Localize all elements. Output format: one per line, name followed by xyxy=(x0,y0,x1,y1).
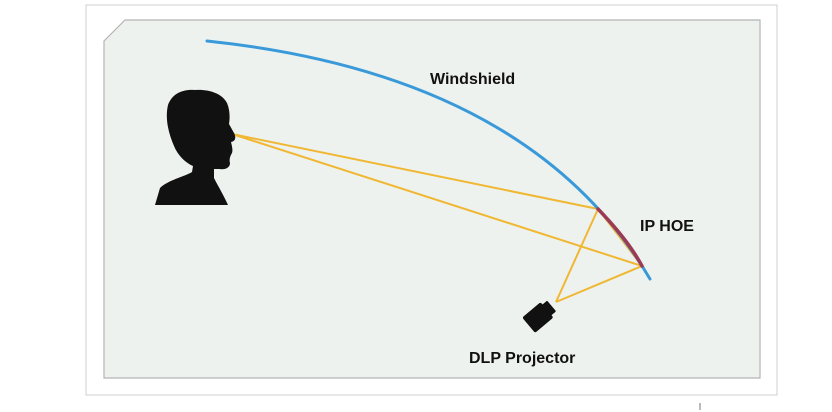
dlp-projector-label: DLP Projector xyxy=(469,350,575,367)
ray-eye-to-hoe-bottom xyxy=(231,133,643,267)
ray-projector-to-hoe-top xyxy=(555,208,599,303)
projector-body xyxy=(523,302,553,333)
projector-icon xyxy=(523,300,556,333)
projector-lens xyxy=(542,300,556,316)
ip-hoe-label: IP HOE xyxy=(640,218,694,235)
ray-eye-to-hoe-top xyxy=(231,133,599,210)
ip-hoe-segment xyxy=(596,207,644,268)
person-head-silhouette-icon xyxy=(155,89,236,205)
ray-projector-to-hoe-bottom xyxy=(555,265,643,303)
windshield-label: Windshield xyxy=(430,71,515,88)
